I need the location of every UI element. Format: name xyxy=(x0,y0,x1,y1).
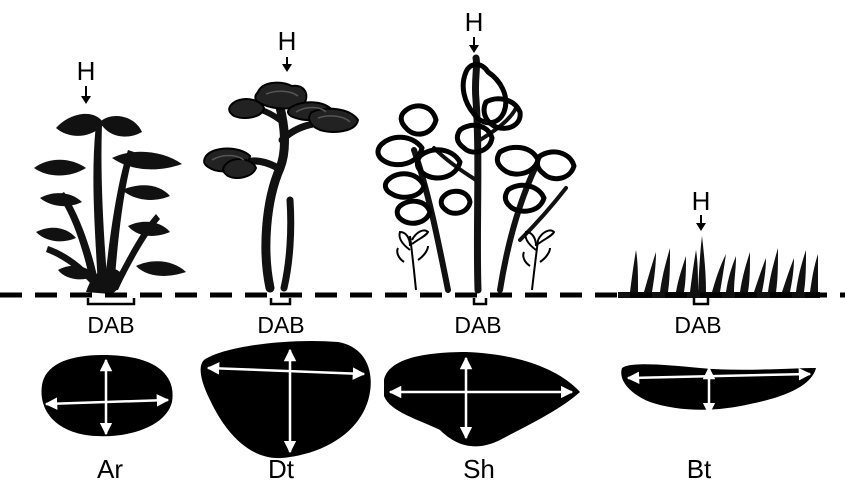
height-label-ar: H xyxy=(77,56,96,86)
plant-name-sh: Sh xyxy=(463,454,495,481)
dab-bracket-icon xyxy=(271,298,290,304)
height-arrow-icon xyxy=(469,37,479,53)
canopy-section-bt xyxy=(621,364,816,410)
dab-bracket-icon xyxy=(88,298,134,304)
height-arrow-icon xyxy=(696,215,706,231)
canopy-section-sh xyxy=(384,352,580,446)
plant-name-bt: Bt xyxy=(687,454,712,481)
plant-name-ar: Ar xyxy=(97,454,123,481)
plant-name-dt: Dt xyxy=(268,454,295,481)
dab-label-dt: DAB xyxy=(257,312,304,338)
height-label-bt: H xyxy=(692,186,711,216)
plant-silhouette-icon xyxy=(618,236,820,298)
dab-label-sh: DAB xyxy=(454,312,501,338)
plant-silhouette-icon xyxy=(204,83,358,288)
height-label-sh: H xyxy=(465,7,484,37)
plant-sh: H xyxy=(378,7,580,481)
plant-silhouette-icon xyxy=(378,58,574,290)
plant-bt: H DAB xyxy=(618,186,820,481)
plant-ar: H DAB xyxy=(34,56,186,481)
dab-bracket-icon xyxy=(474,298,486,304)
canopy-section-dt xyxy=(201,341,371,458)
plant-dt: H xyxy=(201,26,371,481)
dab-label-ar: DAB xyxy=(87,312,134,338)
height-label-dt: H xyxy=(278,26,297,56)
plant-silhouette-icon xyxy=(34,114,186,294)
height-arrow-icon xyxy=(81,86,91,104)
height-arrow-icon xyxy=(282,57,292,72)
dab-label-bt: DAB xyxy=(674,312,721,338)
dab-bracket-icon xyxy=(694,298,708,304)
